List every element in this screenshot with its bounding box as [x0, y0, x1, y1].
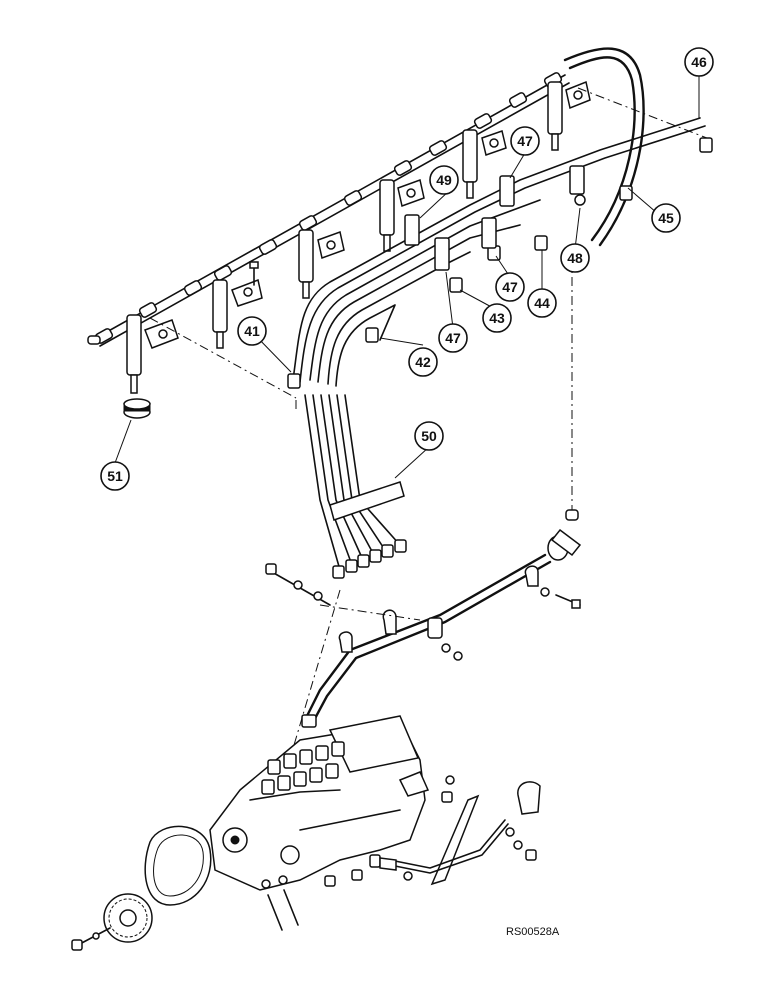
callout-41-label: 41: [244, 323, 260, 339]
callout-47-mid: 47: [495, 272, 525, 302]
callout-47-mid-label: 47: [502, 279, 518, 295]
injection-line-bundle: [287, 117, 713, 579]
callout-41: 41: [237, 316, 267, 346]
callout-47-bottom-label: 47: [445, 330, 461, 346]
callout-46-label: 46: [691, 54, 707, 70]
callout-49: 49: [429, 165, 459, 195]
callout-45: 45: [651, 203, 681, 233]
callout-leaders: [114, 72, 700, 479]
callout-42: 42: [408, 347, 438, 377]
injector-6: [547, 80, 591, 151]
line-clamp-50: [329, 481, 405, 521]
mounting-bolts: [261, 775, 455, 931]
alignment-line-pump: [293, 589, 341, 746]
callout-51-label: 51: [107, 468, 123, 484]
alignment-line-left: [149, 317, 297, 399]
callout-47-top: 47: [510, 126, 540, 156]
callout-42-label: 42: [415, 354, 431, 370]
callout-44-label: 44: [534, 295, 550, 311]
injector-1: [126, 314, 179, 394]
callout-43-label: 43: [489, 310, 505, 326]
callout-45-label: 45: [658, 210, 674, 226]
callout-51: 51: [100, 461, 130, 491]
alignment-line-right: [577, 87, 713, 141]
callout-49-label: 49: [436, 172, 452, 188]
callout-48-label: 48: [567, 250, 583, 266]
callout-50: 50: [414, 421, 444, 451]
control-linkage: [379, 781, 541, 886]
injector-2: [212, 261, 263, 349]
callout-47-bottom: 47: [438, 323, 468, 353]
callout-44: 44: [527, 288, 557, 318]
callout-50-label: 50: [421, 428, 437, 444]
leak-off-hose-chain: [94, 47, 645, 347]
pump-gasket: [144, 825, 212, 906]
injector-3: [298, 229, 345, 299]
injector-5: [462, 129, 507, 199]
callout-46: 46: [684, 47, 714, 77]
injector-4: [379, 179, 425, 252]
callout-47-top-label: 47: [517, 133, 533, 149]
callout-48: 48: [560, 243, 590, 273]
injector-group: [87, 80, 591, 394]
alignment-line-mid: [319, 604, 421, 621]
callout-43: 43: [482, 303, 512, 333]
seal-washer-51: [123, 398, 151, 419]
line-clamps-upper: [404, 165, 586, 271]
fuel-feed-pipe: [265, 258, 582, 728]
injection-pump: [209, 715, 430, 891]
figure-reference-code: RS00528A: [506, 926, 560, 938]
pump-drive-gear: [71, 893, 153, 951]
